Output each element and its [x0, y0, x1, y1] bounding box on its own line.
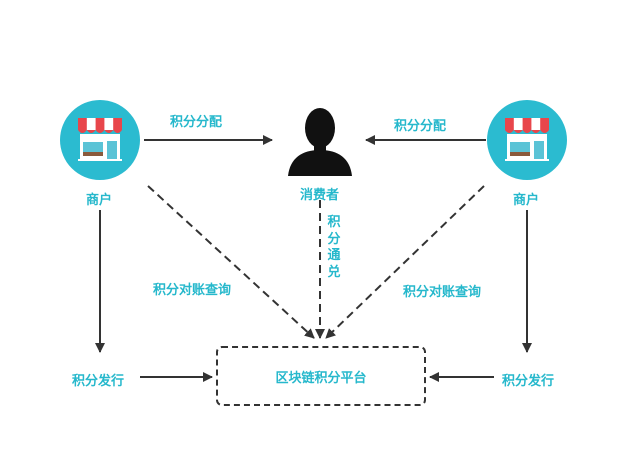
allocate-left-label: 积分分配 [170, 115, 223, 130]
redeem-char: 积 [327, 215, 341, 230]
redeem-char: 分 [327, 231, 341, 247]
issue-right-label: 积分发行 [502, 374, 555, 389]
blockchain-platform-box: 区块链积分平台 [216, 346, 426, 406]
reconcile-right-label: 积分对账查询 [403, 285, 482, 300]
platform-label: 区块链积分平台 [275, 370, 367, 386]
redeem-label: 积 分 通 兑 [326, 215, 342, 281]
redeem-char: 通 [327, 248, 341, 263]
issue-left-label: 积分发行 [72, 374, 125, 389]
store-icon-right [487, 100, 567, 180]
consumer-label: 消费者 [300, 188, 340, 203]
merchant-right-label: 商户 [513, 193, 540, 208]
person-icon [288, 108, 352, 176]
dashed-arrow-left-merchant-to-platform [147, 185, 315, 339]
merchant-left-label: 商户 [86, 193, 113, 208]
allocate-right-label: 积分分配 [394, 119, 447, 134]
store-icon-left [60, 100, 140, 180]
dashed-arrow-right-merchant-to-platform [325, 185, 485, 339]
reconcile-left-label: 积分对账查询 [153, 283, 232, 298]
redeem-char: 兑 [327, 264, 341, 280]
